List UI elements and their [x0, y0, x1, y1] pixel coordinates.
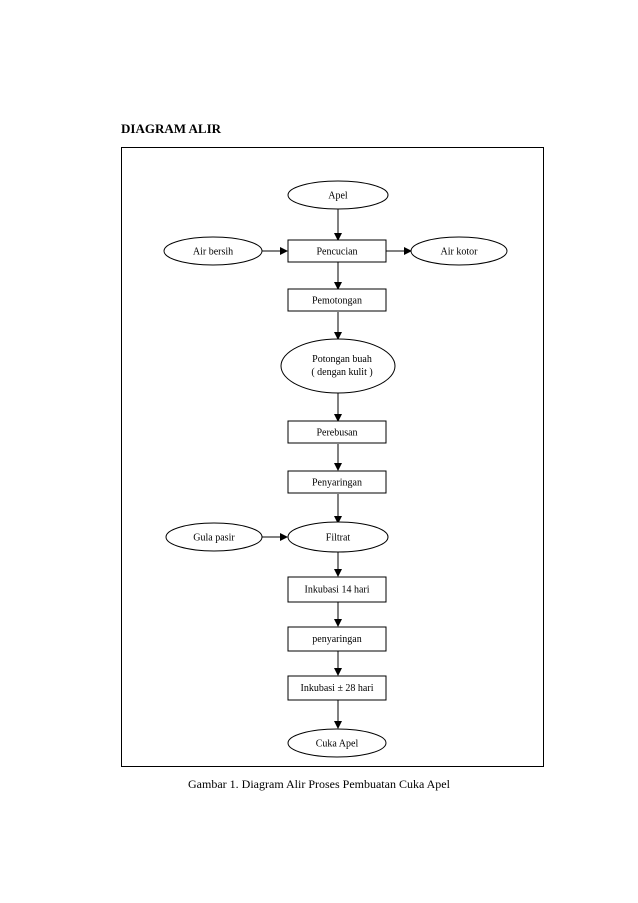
node-pemotongan: [287, 288, 387, 312]
node-inkubasi-14: [287, 576, 387, 603]
label-filtrat: Filtrat: [326, 533, 351, 544]
label-inkubasi-28: Inkubasi ± 28 hari: [301, 683, 374, 694]
node-air-bersih: [163, 236, 263, 266]
label-pemotongan: Pemotongan: [312, 296, 362, 307]
label-potongan-buah: Potongan buah: [312, 354, 372, 365]
label-gula-pasir: Gula pasir: [193, 533, 235, 544]
node-perebusan: [287, 420, 387, 444]
label-pencucian: Pencucian: [316, 247, 357, 258]
node-filtrat: [287, 521, 389, 553]
label-perebusan: Perebusan: [316, 428, 357, 439]
label-penyaringan-2: penyaringan: [312, 634, 361, 645]
page-heading: DIAGRAM ALIR: [121, 121, 222, 136]
label-potongan-buah-kulit: ( dengan kulit ): [311, 367, 372, 378]
label-penyaringan: Penyaringan: [312, 478, 362, 489]
label-cuka-apel: Cuka Apel: [316, 739, 359, 750]
node-potongan-buah: [280, 338, 396, 394]
label-apel: Apel: [328, 191, 348, 202]
node-cuka-apel: [287, 728, 387, 758]
node-apel: [287, 180, 389, 210]
diagram-frame: [121, 147, 544, 767]
node-air-kotor: [410, 236, 508, 266]
label-inkubasi-14: Inkubasi 14 hari: [305, 585, 370, 596]
label-air-bersih: Air bersih: [193, 247, 233, 258]
figure-caption: Gambar 1. Diagram Alir Proses Pembuatan …: [188, 777, 450, 791]
node-penyaringan: [287, 470, 387, 494]
node-pencucian: [287, 239, 387, 263]
node-inkubasi-28: [287, 675, 387, 701]
node-gula-pasir: [165, 522, 263, 552]
label-air-kotor: Air kotor: [441, 247, 479, 258]
node-penyaringan-2: [287, 626, 387, 652]
